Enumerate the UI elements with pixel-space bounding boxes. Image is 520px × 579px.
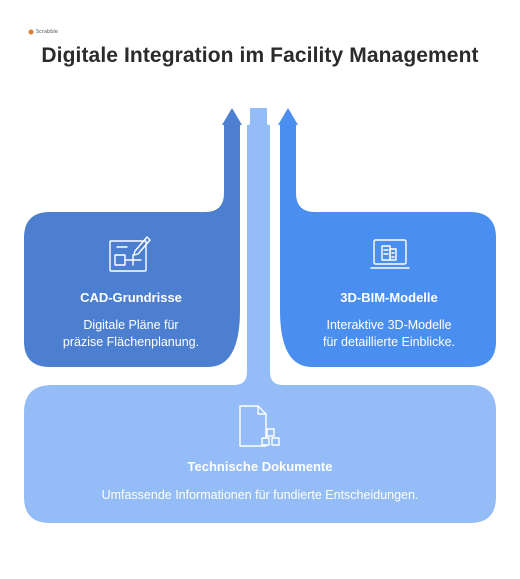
monitor-building-icon: [370, 239, 410, 269]
left-card-desc-line1: Digitale Pläne für: [83, 318, 179, 332]
document-blocks-icon: [239, 405, 280, 447]
left-card-title: CAD-Grundrisse: [80, 290, 182, 305]
left-card: CAD-Grundrisse Digitale Pläne für präzis…: [30, 290, 232, 351]
right-arrow-head: [278, 108, 298, 125]
left-card-shape: [24, 125, 240, 367]
right-card-desc-line2: für detaillierte Einblicke.: [322, 335, 455, 349]
right-card-desc: Interaktive 3D-Modelle für detaillierte …: [288, 317, 490, 351]
bottom-card-desc: Umfassende Informationen für fundierte E…: [101, 488, 419, 502]
bottom-card-title: Technische Dokumente: [187, 459, 333, 474]
bottom-card: Technische Dokumente Umfassende Informat…: [24, 459, 496, 504]
logo-mark-icon: [28, 29, 34, 35]
brand-logo: Scrabble: [28, 29, 58, 35]
left-arrow-head: [222, 108, 242, 125]
left-card-desc-line2: präzise Flächenplanung.: [62, 335, 200, 349]
blueprint-pencil-icon: [109, 236, 151, 272]
center-arrow-head: [249, 108, 268, 125]
right-card-desc-line1: Interaktive 3D-Modelle: [326, 318, 452, 332]
logo-text: Scrabble: [36, 29, 58, 35]
page-title: Digitale Integration im Facility Managem…: [41, 44, 479, 67]
left-card-desc: Digitale Pläne für präzise Flächenplanun…: [30, 317, 232, 351]
bottom-card-shape: [24, 108, 496, 523]
right-card-title: 3D-BIM-Modelle: [340, 290, 438, 305]
right-card: 3D-BIM-Modelle Interaktive 3D-Modelle fü…: [288, 290, 490, 351]
